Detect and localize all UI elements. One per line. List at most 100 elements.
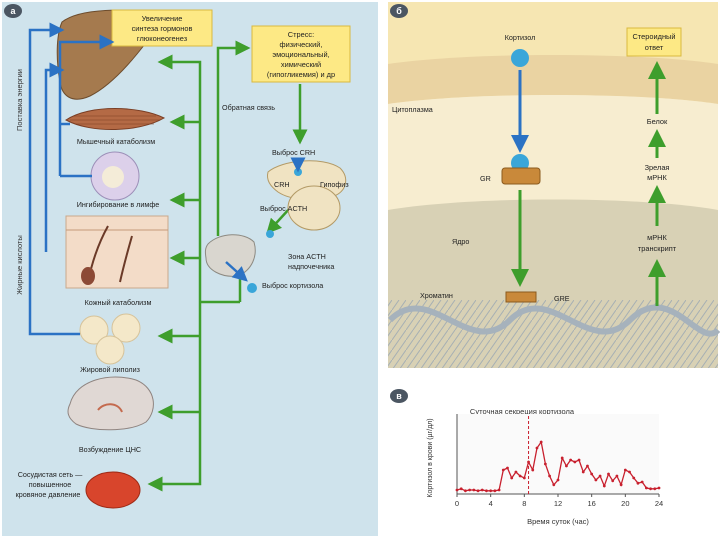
gr-label: GR [480,174,491,183]
mature-mrna-line-1: Зрелая [645,163,670,172]
stress-line-3: эмоциональный, [272,50,329,59]
gluconeogenesis-line-2: синтеза гормонов [132,24,193,33]
x-tick-label: 16 [587,499,595,508]
data-point [548,474,551,478]
data-point [514,470,518,474]
data-point [594,478,598,482]
vascular-line-1: Сосудистая сеть — [18,470,83,479]
data-point [611,479,615,483]
chart-title: Суточная секреция кортизола [470,407,575,416]
chart-ylabel: Кортизол в крови (µг/дл) [427,418,434,497]
cytoplasm-region [388,95,718,210]
data-point [640,480,644,484]
panel-b-badge: б [390,4,408,18]
data-point [468,488,472,492]
data-point [518,474,522,478]
x-tick-label: 20 [621,499,629,508]
lipolysis-label: Жировой липолиз [80,365,141,374]
cytoplasm-label: Цитоплазма [392,105,433,114]
data-point [543,462,547,466]
data-point [535,446,539,450]
muscle-image [65,108,166,131]
steroid-response-box [626,27,682,57]
x-tick-label: 24 [655,499,663,508]
chromatin-label: Хроматин [420,291,453,300]
stress-box [251,25,351,83]
x-tick-label: 8 [522,499,526,508]
data-point [489,489,493,493]
blood-vessel-image [85,471,141,509]
stress-line-4: химический [281,60,321,69]
data-point [459,487,463,491]
data-point [539,440,543,444]
gluconeogenesis-line-3: глюконеогенез [137,34,188,43]
stress-line-2: физический, [280,40,323,49]
data-point [602,484,606,488]
gr-receptor [501,167,541,185]
data-point [493,489,497,493]
data-point [657,486,661,490]
x-tick-label: 4 [489,499,493,508]
skin-catabolism-label: Кожный катаболизм [85,298,152,307]
data-point [581,470,585,474]
data-point [501,468,505,472]
crh-label: CRH [274,180,290,189]
chart-xlabel: Время суток (час) [527,517,589,526]
data-point [506,466,509,470]
data-point [632,476,636,480]
stress-line-1: Стресс: [288,30,314,39]
panel-b [387,2,720,368]
data-point [472,488,476,492]
x-tick-label: 0 [455,499,459,508]
cortisol-chart: 0 4 8 12 16 20 24 [455,414,663,508]
acth-zone-line-1: Зона ACTH [288,252,326,261]
data-point [527,460,530,464]
adrenal-gland-image [204,234,256,277]
data-point [653,487,657,491]
data-point [628,470,631,474]
data-point [480,488,484,492]
data-point [573,460,577,464]
gluconeogenesis-line-1: Увеличение [142,14,183,23]
data-point [586,464,589,468]
data-point [565,464,568,468]
cortisol-release-label: Выброс кортизола [262,281,323,290]
data-point [615,474,619,478]
data-point [619,483,623,487]
stress-line-5: (гипогликемия) и др [267,70,335,79]
panel-c-badge: в [390,389,408,403]
muscle-catabolism-label: Мышечный катаболизм [77,137,155,146]
x-tick-label: 12 [554,499,562,508]
data-point [607,472,610,476]
mrna-transcript-line-1: мРНК [647,233,667,242]
cell-membrane [388,55,718,104]
vascular-line-2: повышенное [29,480,72,489]
gre-element [505,291,537,303]
data-point [510,476,514,480]
data-point [522,476,526,480]
data-point [497,488,501,492]
data-point [590,472,594,476]
steroid-response-line-1: Стероидный [633,32,676,41]
data-point [552,483,556,487]
data-point [644,486,648,490]
hypophysis-label: Гипофиз [320,180,349,189]
nucleus-label: Ядро [452,237,469,246]
energy-supply-label: Поставка энергии [15,69,24,131]
feedback-label: Обратная связь [222,103,275,112]
data-point [464,489,467,493]
protein-label: Белок [647,117,668,126]
cns-arousal-label: Возбуждение ЦНС [79,445,141,454]
acth-molecule [266,230,274,238]
chart-x-ticks: 0 4 8 12 16 20 24 [455,494,663,508]
gre-label: GRE [554,294,570,303]
data-point [623,468,627,472]
cortisol-molecule-a [247,283,257,293]
panel-a-badge-label: а [10,6,16,16]
steroid-response-line-2: ответ [645,43,664,52]
data-point [636,481,640,485]
fat-cells-image [79,313,141,365]
gluconeogenesis-box [111,9,213,47]
